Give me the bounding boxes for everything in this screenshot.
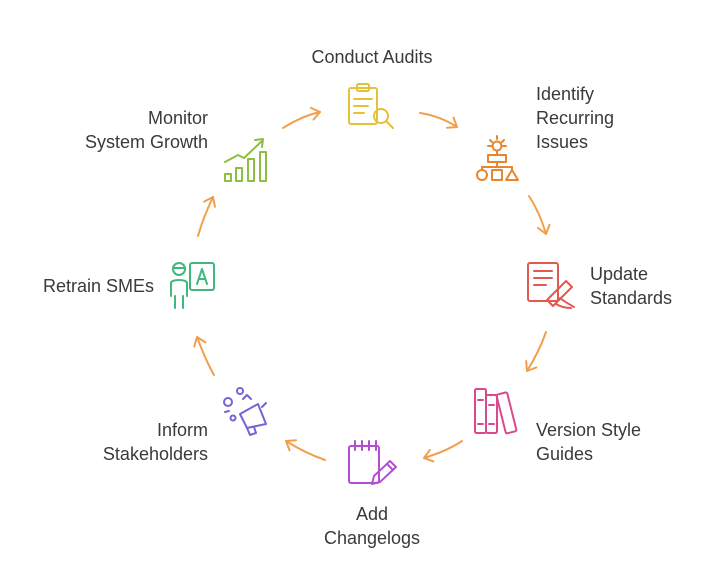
step-label-identify-recurring-issues: Identify Recurring Issues	[536, 84, 615, 152]
document-edit-icon	[527, 262, 575, 309]
arrow-update-to-version-head	[537, 223, 551, 235]
step-label-add-changelogs: Add Changelogs	[323, 504, 421, 548]
arrow-retrain-to-monitor	[196, 336, 215, 376]
step-label-retrain-smes: Retrain SMEs	[42, 276, 154, 296]
arrow-monitor-to-audits	[197, 196, 214, 237]
arrow-identify-to-update	[419, 112, 458, 128]
step-label-update-standards: Update Standards	[590, 264, 673, 308]
arrow-retrain-to-monitor-head	[193, 336, 207, 348]
arrow-monitor-to-audits-head	[203, 196, 216, 208]
arrow-identify-to-update-head	[446, 116, 458, 129]
arrow-update-to-version	[528, 195, 547, 235]
arrow-changelogs-to-inform-head	[423, 448, 435, 463]
notepad-pencil-icon	[348, 440, 397, 485]
arrow-version-to-changelogs-head	[525, 360, 538, 372]
arrow-changelogs-to-inform	[423, 440, 463, 459]
arrow-audits-to-identify-head	[309, 106, 321, 121]
cycle-arrows	[193, 106, 551, 463]
arrow-inform-to-retrain-head	[285, 439, 297, 452]
books-icon	[474, 388, 518, 435]
step-label-conduct-audits: Conduct Audits	[311, 47, 433, 67]
clipboard-search-icon	[348, 83, 394, 129]
lightbulb-flowchart-icon	[476, 135, 519, 181]
arrow-version-to-changelogs	[526, 331, 547, 372]
arrow-inform-to-retrain	[285, 440, 326, 461]
teacher-board-icon	[170, 262, 215, 309]
step-label-monitor-system-growth: Monitor System Growth	[84, 108, 208, 152]
growth-chart-icon	[224, 138, 267, 182]
megaphone-icon	[223, 387, 267, 436]
arrow-audits-to-identify	[282, 111, 321, 129]
step-label-version-style-guides: Version Style Guides	[536, 420, 642, 464]
step-label-inform-stakeholders: Inform Stakeholders	[102, 420, 208, 464]
